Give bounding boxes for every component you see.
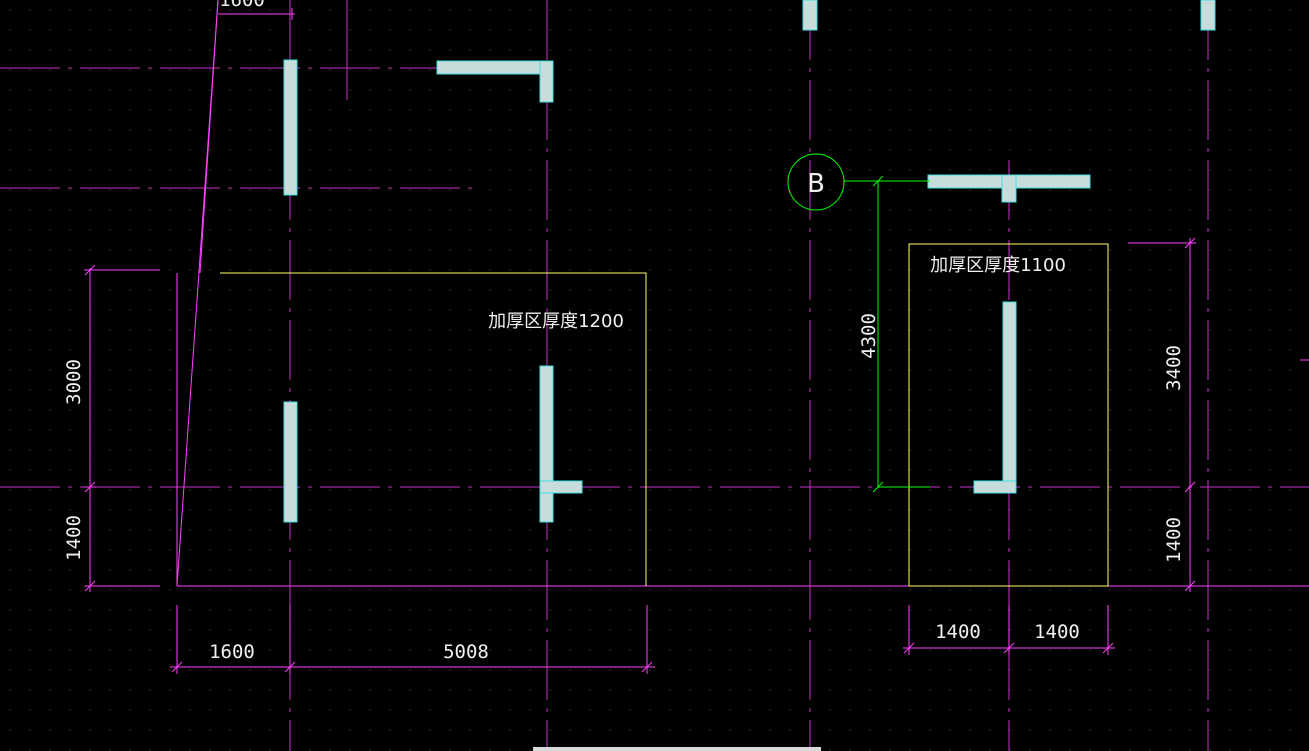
- thickened-zones: [220, 243, 1109, 587]
- wall-segment: [539, 60, 554, 103]
- boundary-lines: [176, 0, 1309, 587]
- dimension-text-b-offset: 4300: [858, 313, 880, 359]
- dimension-tick: [1102, 642, 1114, 654]
- dimension-b-offset: [872, 175, 930, 493]
- wall-segment: [1001, 174, 1017, 203]
- horizontal-scrollbar-thumb[interactable]: [533, 747, 821, 751]
- wall-segment: [283, 401, 298, 523]
- dimension-tick: [872, 175, 884, 187]
- zone-1100-outline: [908, 243, 1109, 587]
- dimension-text-bottom-left-a: 1600: [209, 641, 255, 663]
- dimension-text-left-lower: 1400: [63, 515, 85, 561]
- dimension-tick: [903, 642, 915, 654]
- axis-marker-label: B: [807, 169, 825, 199]
- wall-segment: [1002, 301, 1017, 493]
- dimension-text-bottom-right-b: 1400: [1034, 621, 1080, 643]
- dimension-text-bottom-right-a: 1400: [935, 621, 981, 643]
- dimension-tick: [84, 481, 96, 493]
- axis-marker-circle: [787, 153, 845, 211]
- wall-segment: [973, 480, 1017, 494]
- walls: [283, 0, 1216, 523]
- dimension-tick: [1184, 481, 1196, 493]
- dimension-tick: [84, 580, 96, 592]
- dimension-tick: [1184, 580, 1196, 592]
- dimension-text-top-partial: 1600: [219, 0, 265, 11]
- wall-segment: [539, 365, 554, 523]
- dimension-tick: [284, 661, 296, 673]
- dimension-text-left-upper: 3000: [63, 359, 85, 405]
- zone-1200-outline: [220, 272, 647, 586]
- wall-segment: [283, 59, 298, 196]
- zone-note-1200: 加厚区厚度1200: [488, 311, 624, 332]
- axis-marker-b[interactable]: B: [787, 153, 930, 211]
- dimension-text-bottom-left-b: 5008: [443, 641, 489, 663]
- wall-segment: [436, 60, 554, 75]
- wall-segment: [539, 480, 583, 494]
- dimension-text-right-lower: 1400: [1163, 517, 1185, 563]
- dimension-lines: [84, 8, 1309, 674]
- dimension-tick: [84, 264, 96, 276]
- dimension-text-right-upper: 3400: [1163, 345, 1185, 391]
- dimension-tick: [171, 661, 183, 673]
- dimension-tick: [1003, 642, 1015, 654]
- dimension-tick: [641, 661, 653, 673]
- zone-note-1100: 加厚区厚度1100: [930, 255, 1066, 276]
- slanted-boundary-2: [199, 0, 219, 274]
- wall-segment: [1200, 0, 1216, 31]
- wall-segment: [802, 0, 818, 31]
- dimension-tick: [1184, 237, 1196, 249]
